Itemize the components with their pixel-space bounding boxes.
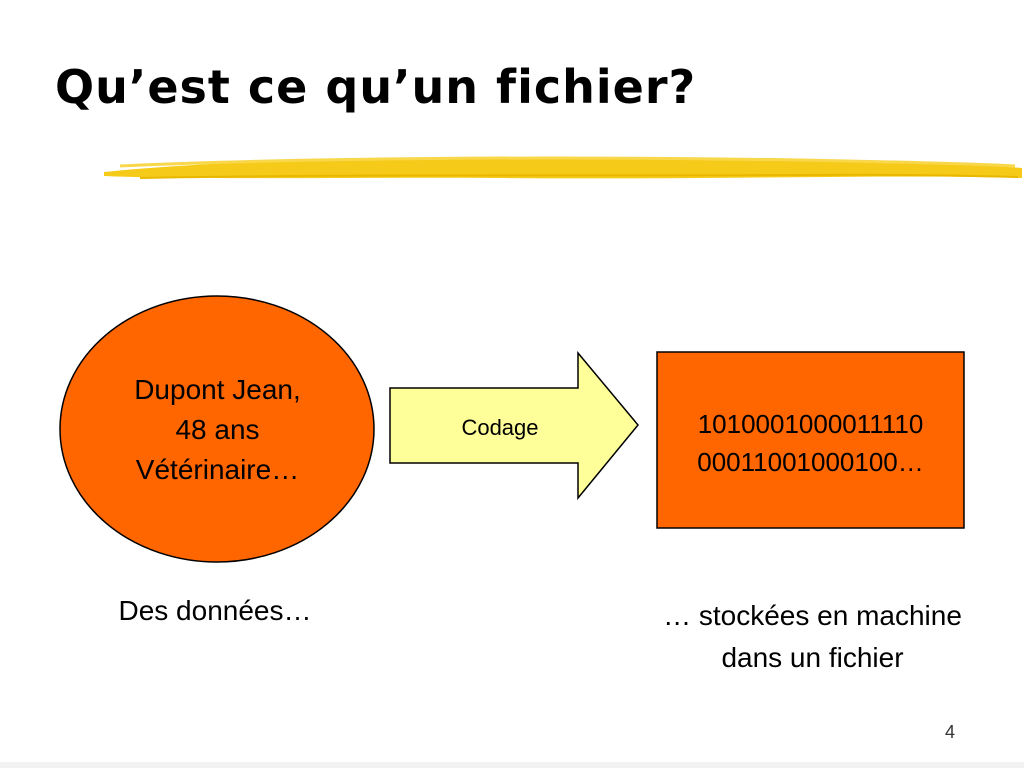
binary-line: 00011001000100… bbox=[697, 447, 924, 477]
coding-arrow-label: Codage bbox=[461, 415, 539, 440]
caption-storage-line: dans un fichier bbox=[721, 642, 904, 673]
encoded-box bbox=[656, 351, 965, 529]
title-underline-highlight bbox=[104, 156, 1022, 179]
coding-arrow bbox=[389, 350, 639, 501]
data-circle-line: Vétérinaire… bbox=[135, 454, 300, 485]
slide-title: Qu’est ce qu’un fichier? bbox=[55, 60, 697, 114]
footer-bar bbox=[0, 762, 1024, 768]
caption-storage-line: … stockées en machine bbox=[663, 600, 962, 631]
data-circle-line: 48 ans bbox=[175, 414, 260, 445]
data-circle bbox=[59, 295, 375, 563]
data-circle-line: Dupont Jean, bbox=[134, 374, 301, 405]
data-circle-text: Dupont Jean, 48 ans Vétérinaire… bbox=[85, 370, 350, 490]
encoded-box-text: 1010001000011110 00011001000100… bbox=[657, 405, 964, 481]
caption-storage: … stockées en machine dans un fichier bbox=[620, 595, 1005, 679]
page-number: 4 bbox=[944, 722, 955, 742]
caption-data: Des données… bbox=[118, 595, 312, 626]
binary-line: 1010001000011110 bbox=[697, 409, 924, 439]
